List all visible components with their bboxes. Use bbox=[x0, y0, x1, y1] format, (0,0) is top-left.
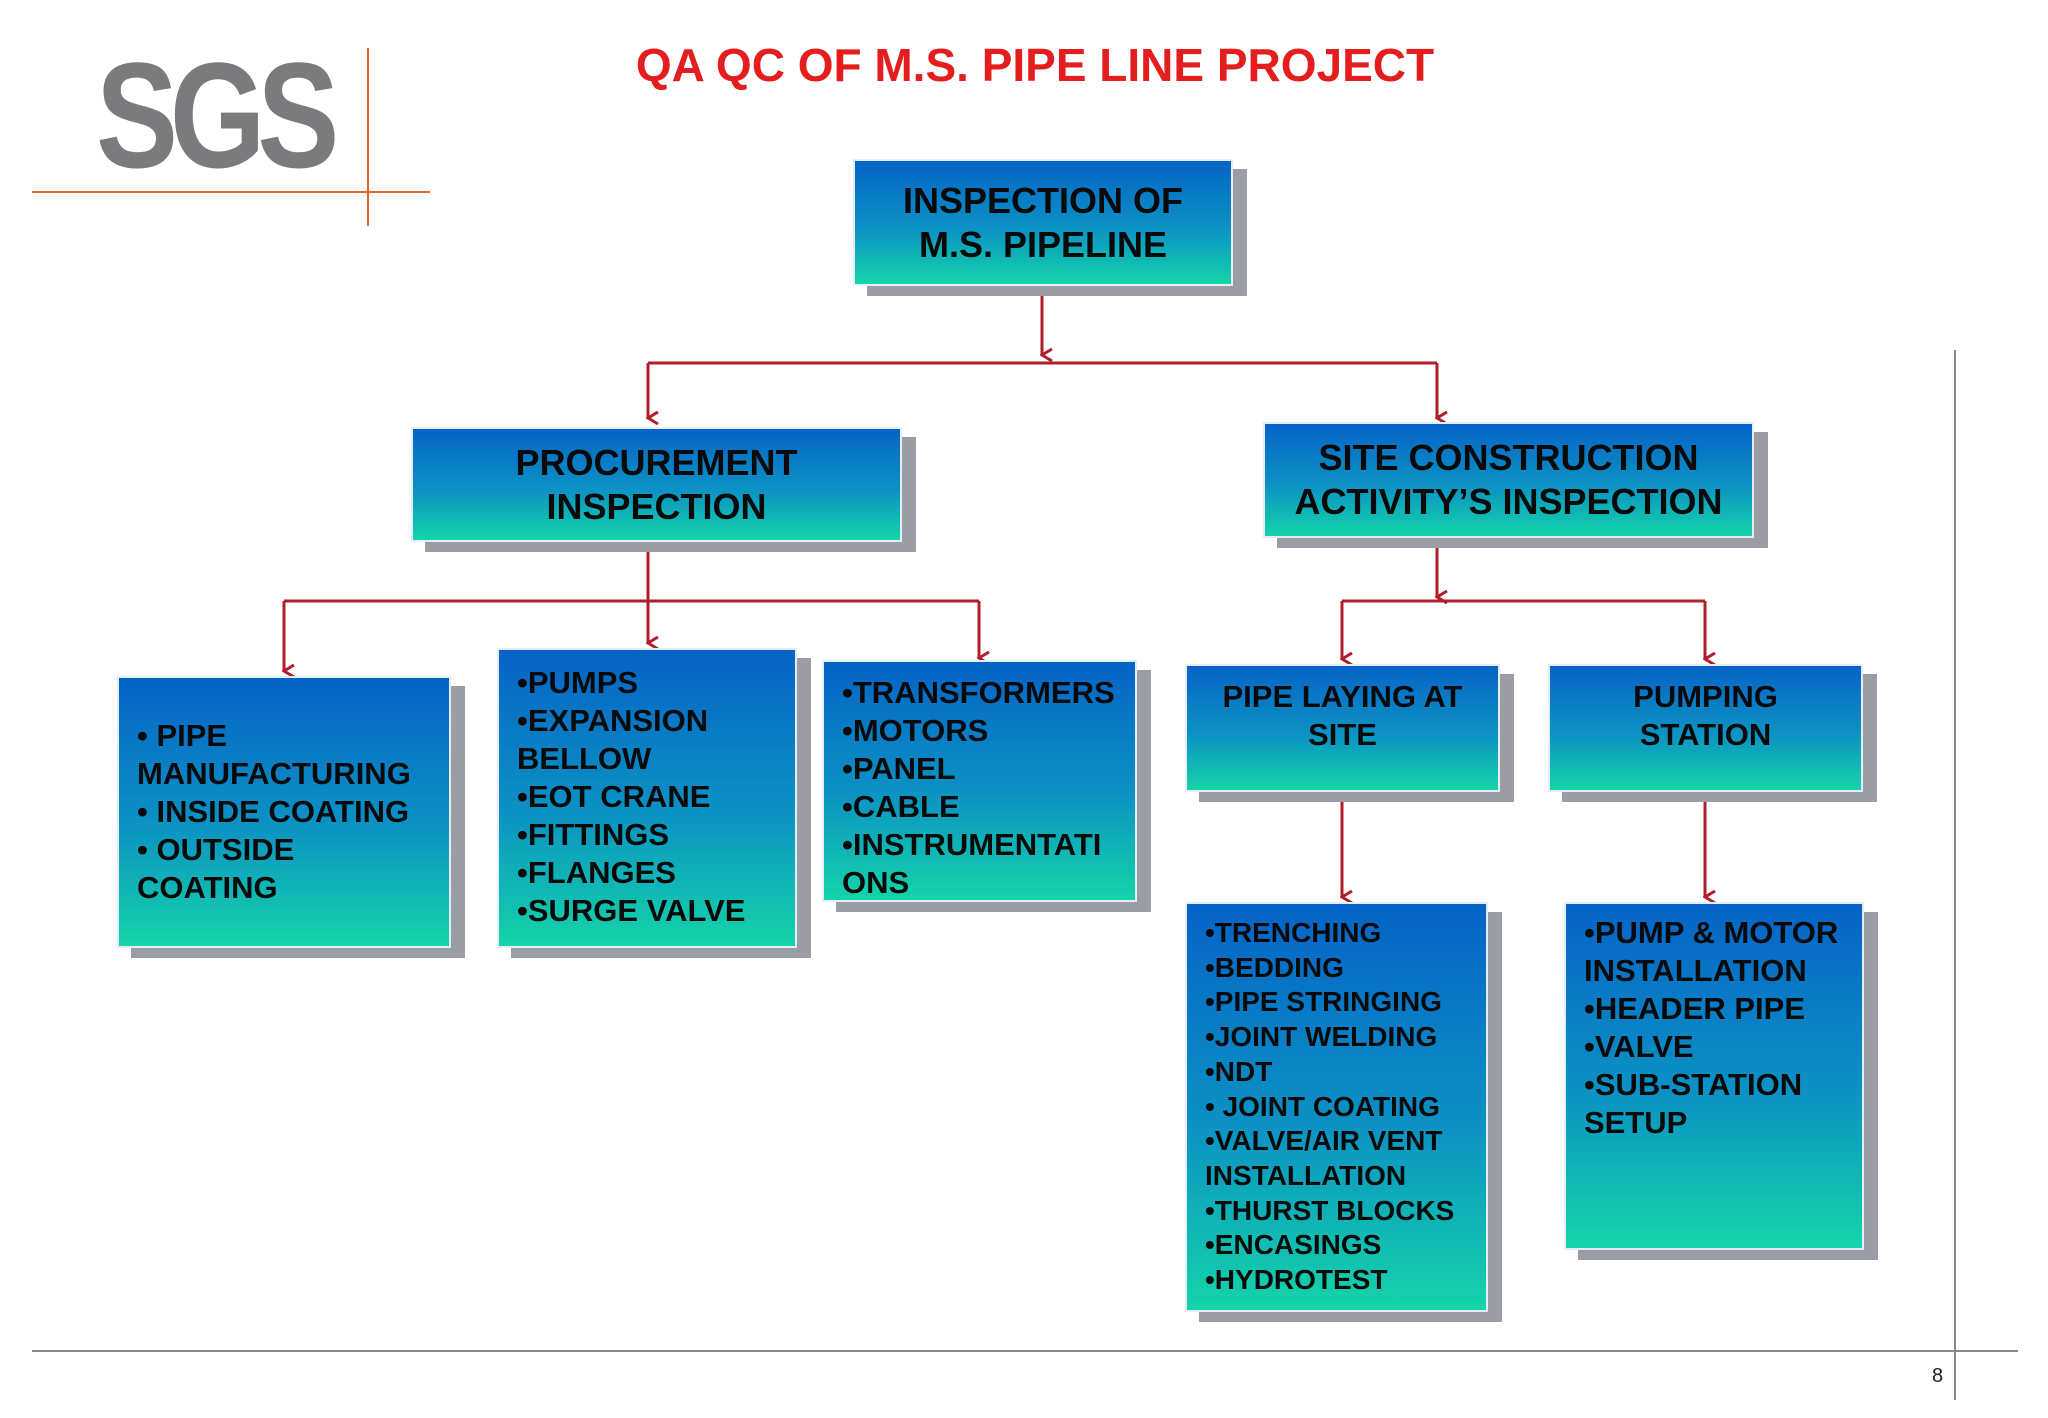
logo-horizontal-line bbox=[32, 191, 430, 193]
sgs-logo: SGS bbox=[96, 31, 339, 199]
procurement-node: PROCUREMENT INSPECTION bbox=[411, 427, 902, 542]
page-number: 8 bbox=[1932, 1365, 1944, 1387]
right-divider bbox=[1954, 350, 1956, 1400]
page-title: QA QC OF M.S. PIPE LINE PROJECT bbox=[635, 39, 1435, 91]
pumps-node: •PUMPS •EXPANSION BELLOW •EOT CRANE •FIT… bbox=[497, 648, 797, 948]
pumping-station-node: PUMPING STATION bbox=[1548, 664, 1863, 792]
root-node: INSPECTION OF M.S. PIPELINE bbox=[853, 159, 1233, 286]
pipe-manufacturing-node: • PIPE MANUFACTURING • INSIDE COATING • … bbox=[117, 676, 451, 948]
transformers-node: •TRANSFORMERS •MOTORS •PANEL •CABLE •INS… bbox=[822, 660, 1137, 902]
footer-divider bbox=[32, 1350, 2018, 1352]
pipe-laying-node: PIPE LAYING AT SITE bbox=[1185, 664, 1500, 792]
pump-motor-node: •PUMP & MOTOR INSTALLATION •HEADER PIPE … bbox=[1564, 902, 1864, 1250]
trenching-node: •TRENCHING •BEDDING •PIPE STRINGING •JOI… bbox=[1185, 902, 1488, 1312]
logo-vertical-line bbox=[367, 48, 369, 226]
site-construction-node: SITE CONSTRUCTION ACTIVITY’S INSPECTION bbox=[1263, 422, 1754, 538]
